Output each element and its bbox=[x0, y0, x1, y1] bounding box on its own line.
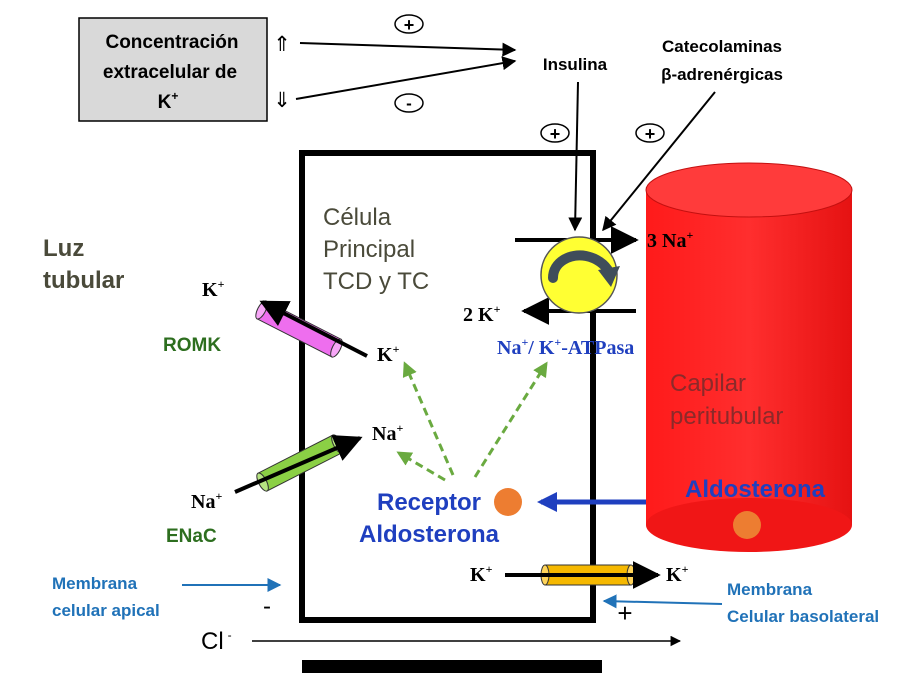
k-basolateral-out-label: K+ bbox=[666, 562, 689, 586]
plus-badge-catecolaminas: + bbox=[635, 123, 665, 144]
cell-title-line2: Principal bbox=[323, 236, 415, 263]
capilar-line2: peritubular bbox=[670, 403, 783, 430]
k-intracellular-label: K+ bbox=[377, 342, 400, 366]
na-reabsorption-arrow bbox=[234, 435, 363, 494]
apical-negative-sign: - bbox=[263, 593, 271, 620]
pump-rotation-icon bbox=[548, 250, 620, 287]
luz-tubular-line2: tubular bbox=[43, 267, 124, 294]
luz-tubular-line1: Luz bbox=[43, 235, 84, 262]
concentration-line2: extracelular de bbox=[103, 62, 237, 83]
receptor-line2: Aldosterona bbox=[359, 521, 500, 548]
membrana-apical-line1: Membrana bbox=[52, 574, 138, 593]
up-arrow-icon: ⇑ bbox=[273, 33, 291, 56]
principal-cell bbox=[299, 150, 596, 623]
capillary-body bbox=[646, 190, 852, 525]
k-secretion-arrow bbox=[259, 300, 368, 358]
catecolaminas-line2: β-adrenérgicas bbox=[661, 65, 783, 84]
basolateral-membrane-pointer bbox=[602, 594, 723, 609]
capillary-top bbox=[645, 162, 853, 218]
membrana-basolateral-line1: Membrana bbox=[727, 580, 813, 599]
plus-sign-top: + bbox=[404, 15, 415, 35]
receptor-to-pump-arrow bbox=[473, 361, 548, 478]
next-cell-edge bbox=[302, 660, 602, 673]
receptor-to-enac-arrow bbox=[396, 451, 446, 482]
three-na-label: 3 Na+ bbox=[647, 228, 693, 252]
capilar-line1: Capilar bbox=[670, 370, 746, 397]
decrease-to-insulina-arrow bbox=[295, 56, 517, 100]
receptor-to-romk-arrow bbox=[402, 361, 455, 476]
na-lumen-label: Na+ bbox=[191, 489, 222, 513]
down-arrow-icon: ⇓ bbox=[273, 89, 291, 112]
basolateral-positive-sign: + bbox=[617, 598, 632, 628]
plus-badge-insulina: + bbox=[540, 123, 570, 144]
capillary: Capilar peritubular Aldosterona bbox=[645, 162, 853, 552]
increase-to-insulina-arrow bbox=[299, 42, 517, 57]
concentration-ion-symbol: K bbox=[158, 92, 172, 113]
romk-label: ROMK bbox=[163, 335, 221, 356]
aldosterone-receptor-molecule bbox=[494, 488, 522, 516]
na-intracellular-label: Na+ bbox=[372, 421, 403, 445]
insulina-label: Insulina bbox=[543, 55, 608, 74]
membrana-basolateral-line2: Celular basolateral bbox=[727, 607, 879, 626]
concentration-ion-charge: + bbox=[171, 89, 178, 103]
aldosterone-molecule-capillary bbox=[733, 511, 761, 539]
chloride-label: Cl- bbox=[201, 628, 232, 655]
k-basolateral-in-label: K+ bbox=[470, 562, 493, 586]
concentration-ion: K+ bbox=[158, 89, 179, 113]
receptor-line1: Receptor bbox=[377, 489, 481, 516]
cell-title-line3: TCD y TC bbox=[323, 268, 429, 295]
catecolaminas-line1: Catecolaminas bbox=[662, 37, 782, 56]
enac-label: ENaC bbox=[166, 526, 217, 547]
two-k-label: 2 K+ bbox=[463, 302, 501, 326]
aldosterona-capillary-label: Aldosterona bbox=[685, 476, 826, 503]
plus-sign-insulina: + bbox=[550, 124, 561, 144]
minus-badge: - bbox=[394, 93, 424, 113]
na-k-atpase-label: Na+/ K+-ATPasa bbox=[497, 335, 634, 359]
minus-sign: - bbox=[406, 94, 412, 113]
cell-title-line1: Célula bbox=[323, 204, 392, 231]
plus-sign-catecolaminas: + bbox=[645, 124, 656, 144]
concentration-box-frame bbox=[78, 17, 268, 122]
concentration-line1: Concentración bbox=[105, 32, 238, 53]
plus-badge-top: + bbox=[394, 14, 424, 35]
k-lumen-label: K+ bbox=[202, 277, 225, 301]
membrana-apical-line2: celular apical bbox=[52, 601, 160, 620]
catecolaminas-arrow bbox=[602, 91, 716, 232]
concentration-box: Concentración extracelular de K+ bbox=[78, 17, 268, 122]
